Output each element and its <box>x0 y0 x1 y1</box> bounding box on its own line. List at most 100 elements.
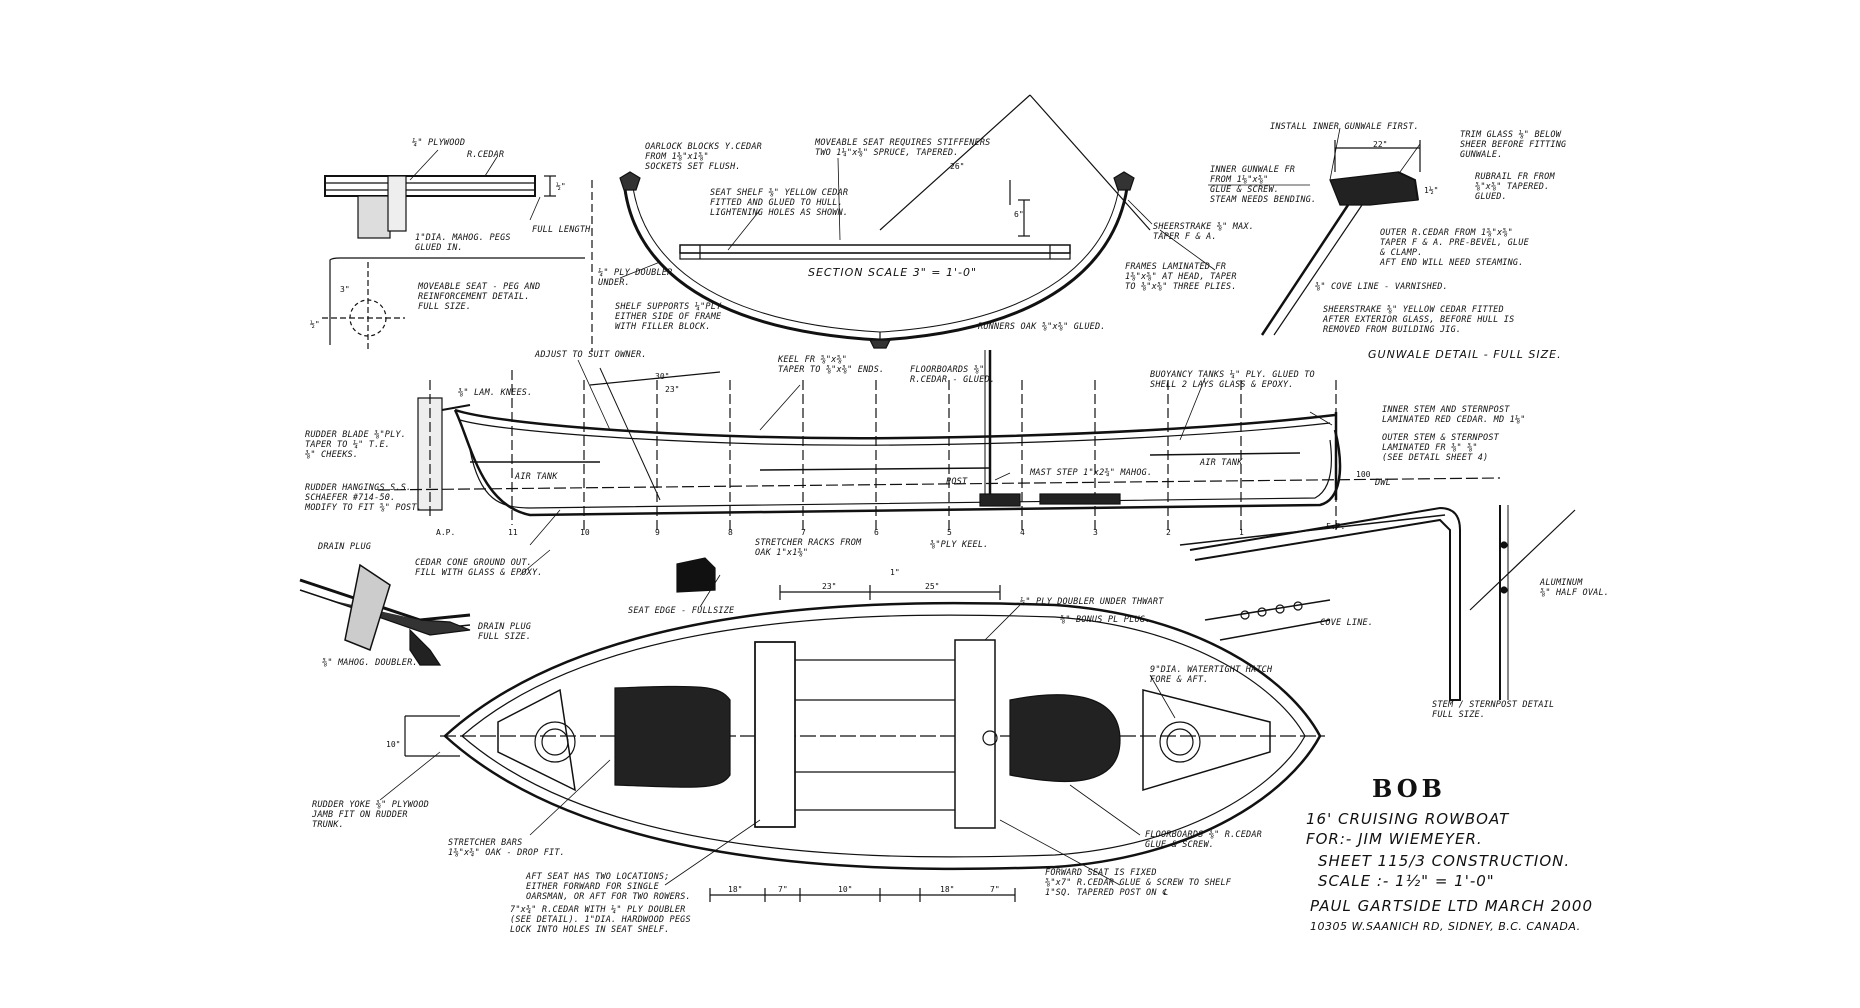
note-cove-line-varnished: ⅜" COVE LINE - VARNISHED. <box>1315 282 1448 292</box>
midship-section <box>591 94 1151 352</box>
note-stretcher-racks: STRETCHER RACKS FROM OAK 1"x1⅜" <box>755 538 862 558</box>
note-buoyancy-tanks: BUOYANCY TANKS ¼" PLY. GLUED TO SHELL 2 … <box>1150 370 1315 390</box>
seat-peg-detail <box>322 175 585 350</box>
leader-lines <box>379 127 1421 886</box>
title-line2: FOR:- JIM WIEMEYER. <box>1306 830 1483 848</box>
station-label: 2 <box>1166 528 1171 537</box>
note-mahog-doubler: ⅝" MAHOG. DOUBLER. <box>322 658 418 668</box>
note-stretcher-bars: STRETCHER BARS 1⅜"x¾" OAK - DROP FIT. <box>448 838 565 858</box>
note-install-inner-gunwale: INSTALL INNER GUNWALE FIRST. <box>1270 122 1419 132</box>
title-line3: SHEET 115/3 CONSTRUCTION. <box>1318 852 1571 870</box>
profile-view <box>377 350 1501 530</box>
drain-plug-detail <box>299 563 471 666</box>
note-lam-knees: ⅜" LAM. KNEES. <box>458 388 533 398</box>
note-outer-rcedar: OUTER R.CEDAR FROM 1⅝"x⅝" TAPER F & A. P… <box>1380 228 1529 268</box>
note-keel: KEEL FR ⅝"x⅝" TAPER TO ⅝"x⅜" ENDS. <box>778 355 885 375</box>
dim-18: 18" <box>728 885 743 894</box>
station-label: F.P. <box>1326 522 1346 531</box>
note-floorboards-plan: FLOORBOARDS ⅜" R.CEDAR GLUE & SCREW. <box>1145 830 1262 850</box>
aft-buoyancy-tank <box>497 688 576 792</box>
dim-100: 100 <box>1356 470 1371 479</box>
note-mahog-pegs: 1"DIA. MAHOG. PEGS GLUED IN. <box>415 233 511 253</box>
note-forward-seat: FORWARD SEAT IS FIXED ⅝"x7" R.CEDAR GLUE… <box>1045 868 1232 898</box>
note-rudder-blade: RUDDER BLADE ⅜"PLY. TAPER TO ¼" T.E. ⅜" … <box>305 430 407 460</box>
note-outer-stem: OUTER STEM & STERNPOST LAMINATED FR ⅜" ⅝… <box>1382 433 1499 463</box>
plan-view <box>404 585 1325 902</box>
note-rcedar-top: R.CEDAR <box>467 150 505 160</box>
note-rcedar-seat: 7"x¾" R.CEDAR WITH ¼" PLY DOUBLER (SEE D… <box>510 905 691 935</box>
station-label: 7 <box>801 528 806 537</box>
dim-30: 30" <box>655 372 670 381</box>
note-rudder-hangings: RUDDER HANGINGS S.S. SCHAEFER #714-50. M… <box>305 483 422 513</box>
station-label: 11 <box>508 528 518 537</box>
note-inner-stem: INNER STEM AND STERNPOST LAMINATED RED C… <box>1382 405 1526 425</box>
note-inner-gunwale: INNER GUNWALE FR FROM 1⅛"x⅝" GLUE & SCRE… <box>1210 165 1317 205</box>
dim-1: 1" <box>890 568 900 577</box>
note-cove-line: COVE LINE. <box>1320 618 1374 628</box>
seat-edge-detail <box>676 557 716 593</box>
note-aft-seat: AFT SEAT HAS TWO LOCATIONS; EITHER FORWA… <box>526 872 691 902</box>
note-stem-detail: STEM / STERNPOST DETAIL FULL SIZE. <box>1432 700 1555 720</box>
station-label: 10 <box>580 528 590 537</box>
station-label: 6 <box>874 528 879 537</box>
note-drain-plug: DRAIN PLUG <box>318 542 372 552</box>
dim-3: 3" <box>340 285 350 294</box>
dim-10s: 10" <box>386 740 401 749</box>
note-oarlock-blocks: OARLOCK BLOCKS Y.CEDAR FROM 1⅜"x1⅝" SOCK… <box>645 142 762 172</box>
note-frames-laminated: FRAMES LAMINATED FR 1⅜"x⅝" AT HEAD, TAPE… <box>1125 262 1237 292</box>
stem-detail <box>1179 505 1576 701</box>
note-drain-plug-full: DRAIN PLUG FULL SIZE. <box>478 622 532 642</box>
title-line4: SCALE :- 1½" = 1'-0" <box>1318 872 1495 890</box>
note-plywood: ¼" PLYWOOD <box>412 138 466 148</box>
note-ply-keel: ⅜"PLY KEEL. <box>930 540 989 550</box>
dim-half2: ½" <box>310 320 320 329</box>
note-cedar-cone: CEDAR CONE GROUND OUT. FILL WITH GLASS &… <box>415 558 543 578</box>
note-adjust-owner: ADJUST TO SUIT OWNER. <box>535 350 647 360</box>
note-air-tank-aft: AIR TANK <box>515 472 558 482</box>
dim-7b: 7" <box>990 885 1000 894</box>
dim-6: 6" <box>1014 210 1024 219</box>
note-movable-seat-detail: MOVEABLE SEAT - PEG AND REINFORCEMENT DE… <box>418 282 541 312</box>
dim-half: ½" <box>556 182 566 191</box>
station-label: 5 <box>947 528 952 537</box>
station-label: 3 <box>1093 528 1098 537</box>
fwd-buoyancy-tank <box>1142 689 1271 792</box>
title-address: 10305 W.SAANICH RD, SIDNEY, B.C. CANADA. <box>1310 920 1581 933</box>
note-shelf-supports: SHELF SUPPORTS ¼"PLY EITHER SIDE OF FRAM… <box>615 302 722 332</box>
note-movable-seat-stiff: MOVEABLE SEAT REQUIRES STIFFENERS TWO 1¼… <box>815 138 991 158</box>
dim-sec: 26" <box>950 162 965 171</box>
note-rudder-yoke: RUDDER YOKE ⅜" PLYWOOD JAMB FIT ON RUDDE… <box>312 800 429 830</box>
note-seat-edge: SEAT EDGE - FULLSIZE <box>628 606 735 616</box>
note-ply-doubler-under: ¼" PLY DOUBLER UNDER. <box>598 268 673 288</box>
note-aluminum-hole: ALUMINUM ⅝" HALF OVAL. <box>1540 578 1610 598</box>
note-dwl: DWL <box>1375 478 1391 488</box>
dim-23a: 23" <box>822 582 837 591</box>
title-line1: 16' CRUISING ROWBOAT <box>1306 810 1510 828</box>
note-runners: RUNNERS OAK ⅝"x⅝" GLUED. <box>978 322 1106 332</box>
note-watertight-hatch: 9"DIA. WATERTIGHT HATCH FORE & AFT. <box>1150 665 1273 685</box>
note-air-tank-fwd: AIR TANK <box>1200 458 1243 468</box>
note-ply-doubler-thwart: ¼" PLY DOUBLER UNDER THWART <box>1020 597 1164 607</box>
note-seat-shelf: SEAT SHELF ⅜" YELLOW CEDAR FITTED AND GL… <box>710 188 849 218</box>
dim-23: 23" <box>665 385 680 394</box>
station-label: 1 <box>1239 528 1244 537</box>
dim-18b: 18" <box>940 885 955 894</box>
note-full-length: FULL LENGTH <box>532 225 591 235</box>
gunwale-detail-label: GUNWALE DETAIL - FULL SIZE. <box>1368 348 1562 361</box>
station-label: 4 <box>1020 528 1025 537</box>
dim-25: 25" <box>925 582 940 591</box>
gunwale-detail <box>1260 140 1421 336</box>
note-sheerstrake-yellow: SHEERSTRAKE ⅝" YELLOW CEDAR FITTED AFTER… <box>1323 305 1515 335</box>
station-lines <box>429 370 1337 530</box>
dim-22: 22" <box>1373 140 1388 149</box>
note-trim-glass: TRIM GLASS ⅛" BELOW SHEER BEFORE FITTING… <box>1460 130 1567 160</box>
note-mast-step: MAST STEP 1"x2¾" MAHOG. <box>1030 468 1153 478</box>
note-sheerstrake-max: SHEERSTRAKE ⅜" MAX. TAPER F & A. <box>1153 222 1255 242</box>
station-label: 8 <box>728 528 733 537</box>
title-name: BOB <box>1372 774 1446 803</box>
dim-7a: 7" <box>778 885 788 894</box>
dim-14: 1½" <box>1424 186 1439 195</box>
title-designer: PAUL GARTSIDE LTD MARCH 2000 <box>1310 897 1594 915</box>
station-label: 9 <box>655 528 660 537</box>
